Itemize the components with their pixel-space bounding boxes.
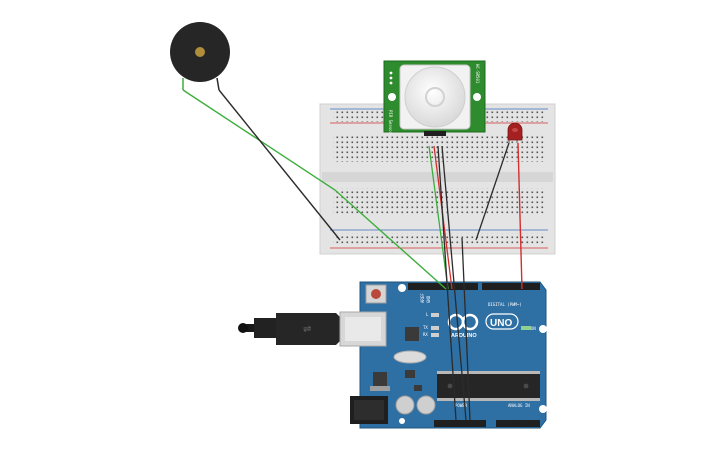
- pir-fresnel-dome: [404, 66, 466, 128]
- pir-pin-header: [424, 131, 446, 136]
- buzzer-center: [195, 47, 205, 57]
- pir-mount-hole-left: [388, 93, 396, 101]
- arduino-brand: ARDUINO: [451, 333, 477, 339]
- chip-pins-bottom: [437, 398, 540, 401]
- wire-gnd-rail[interactable]: [461, 237, 471, 421]
- reset-button-cap: [371, 289, 381, 299]
- chip-notch: [523, 383, 529, 389]
- logo-loop-right: [461, 313, 479, 331]
- arduino-uno[interactable]: ⇌ L TX RX UNO ARDUINO ON: [238, 281, 547, 429]
- pir-side-label-left: PIR Sensor: [388, 110, 393, 135]
- mount-hole: [539, 325, 547, 333]
- usb-cable-tip: [238, 323, 248, 333]
- label-aref: AREF: [420, 293, 425, 303]
- pir-sensor[interactable]: PIR Sensor HC-SR501: [383, 60, 486, 136]
- terminal-holes-lower: [333, 188, 545, 216]
- buzzer-lead-negative: [216, 77, 220, 91]
- pir-side-label-right: HC-SR501: [475, 64, 480, 84]
- wire-led-anode[interactable]: [517, 142, 523, 290]
- usb-chip: [405, 327, 419, 341]
- usb-plug[interactable]: [276, 313, 340, 345]
- usb-port-inner: [345, 317, 381, 341]
- mount-hole: [398, 284, 406, 292]
- chip-notch: [447, 383, 453, 389]
- small-chip: [405, 370, 415, 378]
- led-rx: [431, 333, 439, 337]
- uno-badge: [485, 313, 519, 330]
- uno-label: UNO: [490, 318, 512, 329]
- regulator-tab: [370, 386, 390, 391]
- wire-buzzer-negative[interactable]: [218, 89, 341, 241]
- power-header-holes: [435, 421, 485, 426]
- mount-hole: [399, 418, 405, 424]
- mount-hole: [539, 405, 547, 413]
- usb-icon: ⇌: [303, 324, 311, 335]
- pir-mount-hole-right: [473, 93, 481, 101]
- led-l: [431, 313, 439, 317]
- pir-dot: [389, 71, 393, 75]
- label-analog: ANALOG IN: [508, 403, 530, 408]
- capacitor: [395, 395, 415, 415]
- label-digital: DIGITAL (PWM~): [488, 302, 522, 307]
- label-rx: RX: [423, 332, 428, 337]
- dc-power-jack-inner: [354, 400, 384, 420]
- analog-header-holes: [497, 421, 539, 426]
- digital-header-right-holes: [483, 284, 539, 289]
- small-chip: [414, 385, 422, 391]
- piezo-buzzer[interactable]: [170, 22, 230, 91]
- label-power: POWER: [455, 403, 468, 408]
- wire-pir-gnd-a[interactable]: [437, 145, 457, 421]
- label-l: L: [426, 312, 429, 317]
- pir-dome-center: [425, 87, 445, 107]
- wire-buzzer-positive[interactable]: [182, 89, 447, 290]
- wire-pir-gnd-b[interactable]: [441, 145, 467, 421]
- label-on: ON: [531, 326, 536, 331]
- wire-led-cathode[interactable]: [475, 142, 510, 241]
- wire-pir-out[interactable]: [428, 145, 449, 290]
- on-led: [521, 326, 531, 330]
- rail-holes-bottom: [333, 233, 545, 245]
- led-tx: [431, 326, 439, 330]
- led-highlight: [512, 128, 518, 132]
- crystal-oscillator: [393, 350, 427, 364]
- label-gnd: GND: [426, 295, 431, 303]
- pir-dot: [389, 76, 393, 80]
- label-tx: TX: [423, 325, 428, 330]
- led[interactable]: [507, 122, 523, 143]
- wires: [182, 89, 523, 421]
- capacitor: [416, 395, 436, 415]
- pir-dot: [389, 81, 393, 85]
- chip-pins-top: [437, 371, 540, 374]
- voltage-regulator: [373, 372, 387, 388]
- usb-cable-strain-relief: [254, 318, 276, 338]
